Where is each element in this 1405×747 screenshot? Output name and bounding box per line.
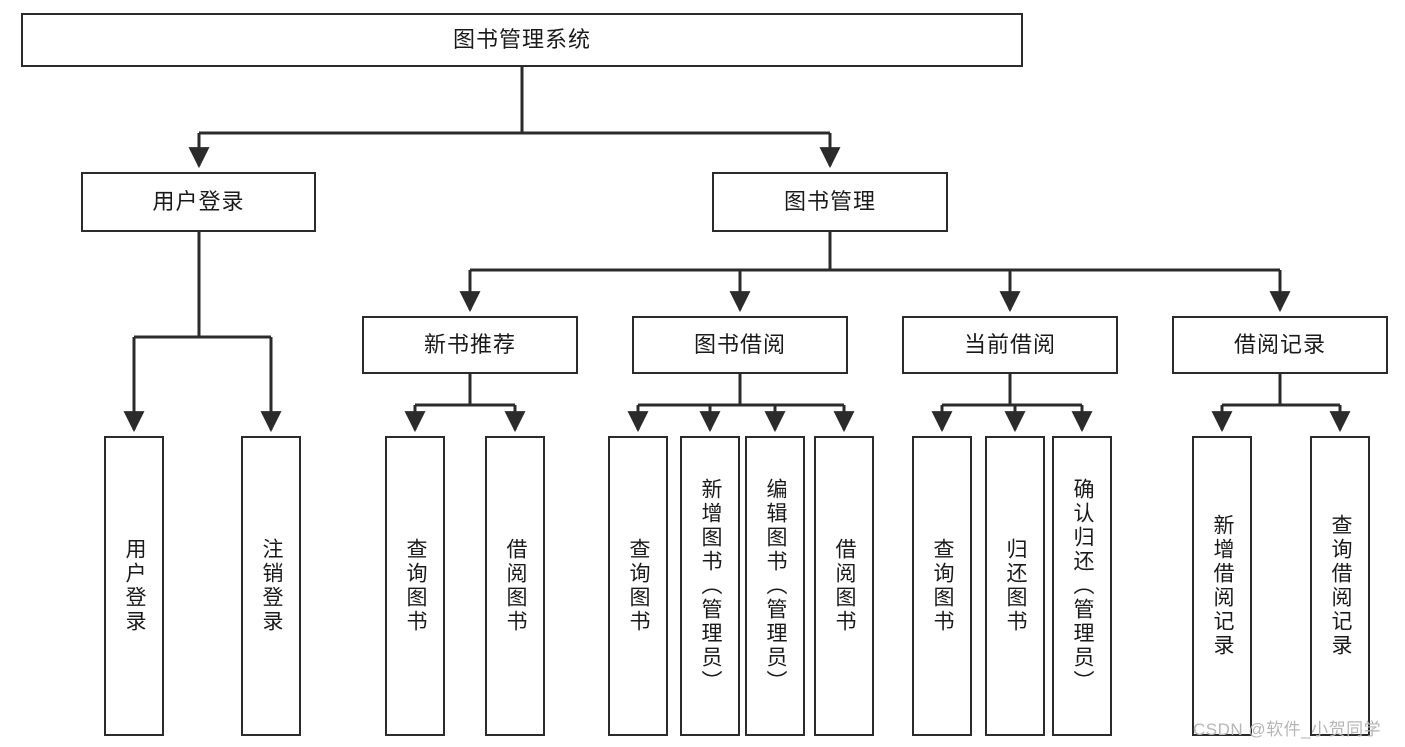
leaf-borrow-book-label: 借阅图书 — [833, 538, 857, 634]
node-current-borrow-label: 当前借阅 — [963, 331, 1056, 357]
leaf-confirm-return-label: 确认归还（管理员） — [1071, 478, 1095, 694]
node-book-management-label: 图书管理 — [783, 188, 876, 214]
leaf-return-book-label: 归还图书 — [1004, 538, 1028, 634]
leaf-add-borrow-record[interactable]: 新增借阅记录 — [1192, 436, 1252, 736]
leaf-user-login[interactable]: 用户登录 — [104, 436, 164, 736]
leaf-query-book-borrow[interactable]: 查询图书 — [608, 436, 668, 736]
csdn-watermark: CSDN @软件_小贺同学 — [1193, 720, 1382, 739]
leaf-query-book-current[interactable]: 查询图书 — [912, 436, 972, 736]
leaf-query-book-recommend[interactable]: 查询图书 — [385, 436, 445, 736]
node-borrow-record-label: 借阅记录 — [1233, 331, 1326, 357]
leaf-confirm-return[interactable]: 确认归还（管理员） — [1052, 436, 1112, 736]
node-current-borrow[interactable]: 当前借阅 — [902, 316, 1118, 374]
node-root-label: 图书管理系统 — [452, 26, 591, 52]
node-new-book-recommend-label: 新书推荐 — [423, 331, 516, 357]
leaf-borrow-book-recommend-label: 借阅图书 — [504, 538, 528, 634]
leaf-edit-book-label: 编辑图书（管理员） — [764, 478, 788, 694]
node-root[interactable]: 图书管理系统 — [21, 13, 1023, 67]
leaf-edit-book[interactable]: 编辑图书（管理员） — [745, 436, 805, 736]
leaf-borrow-book-recommend[interactable]: 借阅图书 — [485, 436, 545, 736]
leaf-query-borrow-record-label: 查询借阅记录 — [1329, 514, 1353, 658]
leaf-user-logout[interactable]: 注销登录 — [241, 436, 301, 736]
leaf-query-book-borrow-label: 查询图书 — [627, 538, 651, 634]
node-book-borrow-label: 图书借阅 — [693, 331, 786, 357]
leaf-add-borrow-record-label: 新增借阅记录 — [1211, 514, 1235, 658]
node-new-book-recommend[interactable]: 新书推荐 — [362, 316, 578, 374]
leaf-borrow-book[interactable]: 借阅图书 — [814, 436, 874, 736]
leaf-return-book[interactable]: 归还图书 — [985, 436, 1045, 736]
leaf-query-book-recommend-label: 查询图书 — [404, 538, 428, 634]
node-user-login[interactable]: 用户登录 — [81, 172, 316, 232]
node-user-login-label: 用户登录 — [152, 188, 245, 214]
leaf-user-login-label: 用户登录 — [123, 538, 147, 634]
leaf-query-book-current-label: 查询图书 — [931, 538, 955, 634]
leaf-add-book[interactable]: 新增图书（管理员） — [680, 436, 740, 736]
node-book-management[interactable]: 图书管理 — [712, 172, 948, 232]
leaf-add-book-label: 新增图书（管理员） — [699, 478, 723, 694]
node-book-borrow[interactable]: 图书借阅 — [632, 316, 848, 374]
leaf-query-borrow-record[interactable]: 查询借阅记录 — [1310, 436, 1370, 736]
leaf-user-logout-label: 注销登录 — [260, 538, 284, 634]
node-borrow-record[interactable]: 借阅记录 — [1172, 316, 1388, 374]
